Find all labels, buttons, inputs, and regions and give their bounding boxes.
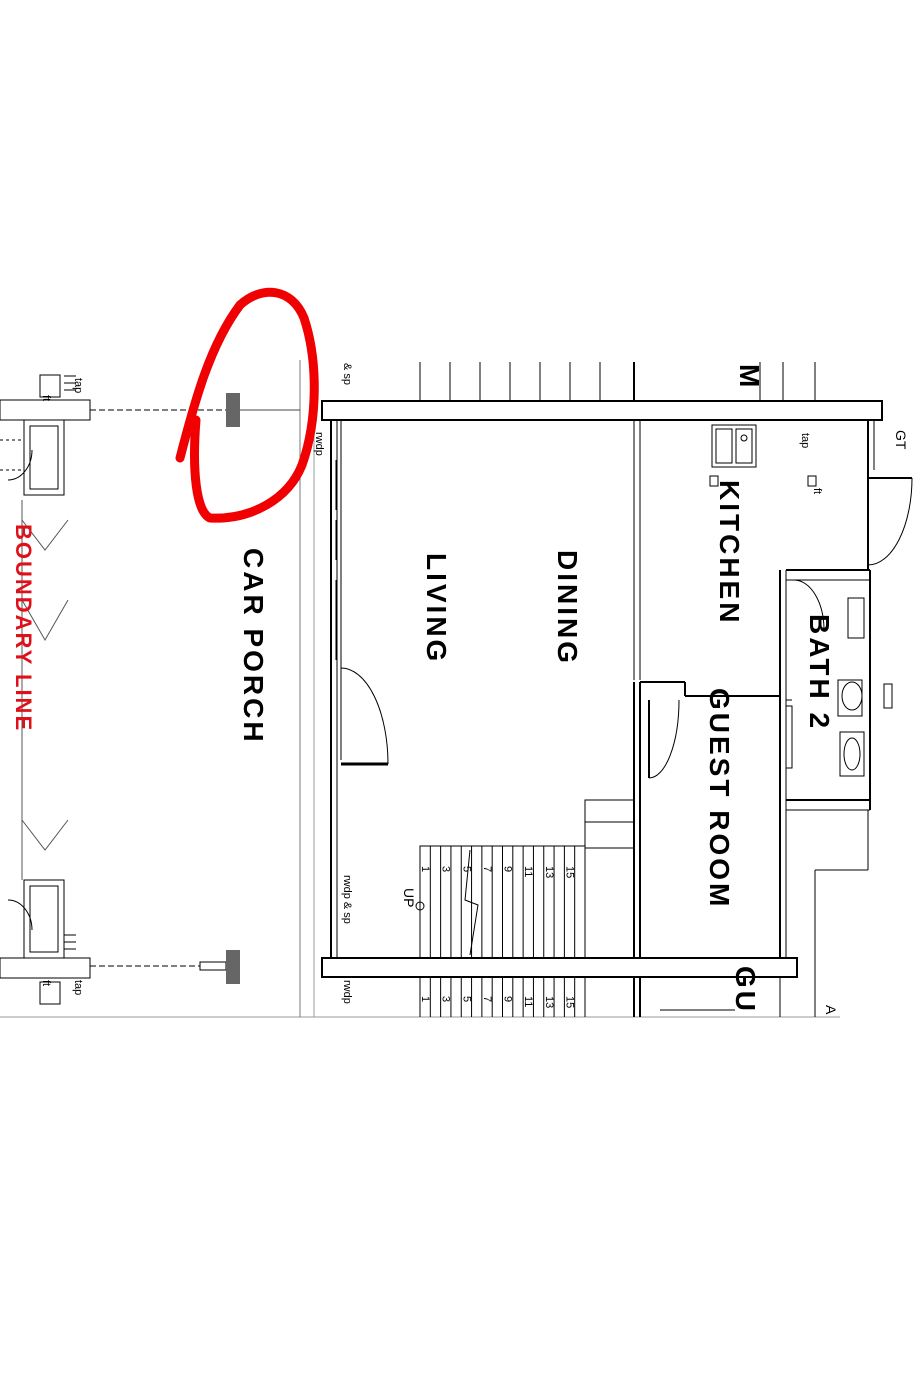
lower-main-wall <box>321 957 798 978</box>
stair-lower <box>419 977 586 1017</box>
shower-icon <box>847 597 865 639</box>
stair-step-number: 13 <box>543 996 555 1008</box>
stair-up-label: UP <box>401 888 417 907</box>
room-label-bath-2: BATH 2 <box>804 614 835 731</box>
rwdp-mid-label: rwdp <box>341 980 353 1004</box>
red-circle-markup <box>175 287 319 523</box>
room-label-car-porch: CAR PORCH <box>238 548 269 745</box>
stair-step-number: 1 <box>419 866 431 872</box>
kitchen-tap-label: tap <box>799 433 811 448</box>
kitchen-fixture-marks <box>709 475 817 487</box>
room-label-partial-gu: GU <box>730 966 761 1014</box>
ft-top-label: ft <box>40 395 52 401</box>
boundary-pillar-bottom <box>0 879 91 1005</box>
rwdp-sp-mid-label: rwdp & sp <box>341 875 353 924</box>
stair-step-number: 9 <box>502 866 514 872</box>
room-label-living: LIVING <box>421 553 452 664</box>
stair-step-number: 13 <box>543 866 555 878</box>
structural-walls <box>0 360 883 1018</box>
tap-top-label: tap <box>72 378 84 393</box>
annotations: tap ft tap ft & sp rwdp rwdp & sp rwdp t… <box>40 363 909 1015</box>
stair-step-number: 5 <box>460 996 472 1002</box>
kitchen-ft-label: ft <box>811 488 823 494</box>
stair-upper <box>415 845 586 959</box>
sp-top-label: & sp <box>341 363 353 385</box>
a-partial-label: A <box>823 1005 839 1015</box>
stair-step-number: 7 <box>481 996 493 1002</box>
room-label-dining: DINING <box>552 550 583 666</box>
rwdp-top-label: rwdp <box>313 432 325 456</box>
bath-fixtures <box>785 597 893 777</box>
stair-step-number: 7 <box>481 866 493 872</box>
stair-step-number: 3 <box>440 996 452 1002</box>
stair-step-number: 11 <box>522 996 534 1007</box>
kitchen-sink <box>711 424 757 468</box>
stair-step-number: 9 <box>502 996 514 1002</box>
stair-step-number: 15 <box>563 996 575 1008</box>
tap-bottom-label: tap <box>72 980 84 995</box>
washbasin-icon <box>839 731 865 777</box>
gate-post-bottom <box>226 950 240 984</box>
stair-step-number: 3 <box>440 866 452 872</box>
stair-step-number: 15 <box>563 866 575 878</box>
door-swings <box>7 449 913 931</box>
room-label-kitchen: KITCHEN <box>714 480 745 625</box>
stair-step-number: 11 <box>522 866 534 877</box>
room-label-partial-m: M <box>734 364 765 390</box>
upper-main-wall <box>321 400 883 421</box>
gt-label: GT <box>893 430 909 450</box>
room-labels: CAR PORCH LIVING DINING KITCHEN BATH 2 G… <box>238 364 835 1014</box>
boundary-fence <box>21 500 69 880</box>
gate-chain-bottom <box>90 950 240 984</box>
stair-step-number: 5 <box>460 866 472 872</box>
boundary-pillar-top <box>0 374 91 496</box>
gate-chain-top <box>90 393 300 427</box>
ft-bottom-label: ft <box>40 980 52 986</box>
windows <box>335 362 816 660</box>
stair-step-number: 1 <box>419 996 431 1002</box>
room-label-guest-room: GUEST ROOM <box>704 688 735 909</box>
boundary-line-label: BOUNDARY LINE <box>11 524 36 732</box>
gate-post-top <box>226 393 240 427</box>
